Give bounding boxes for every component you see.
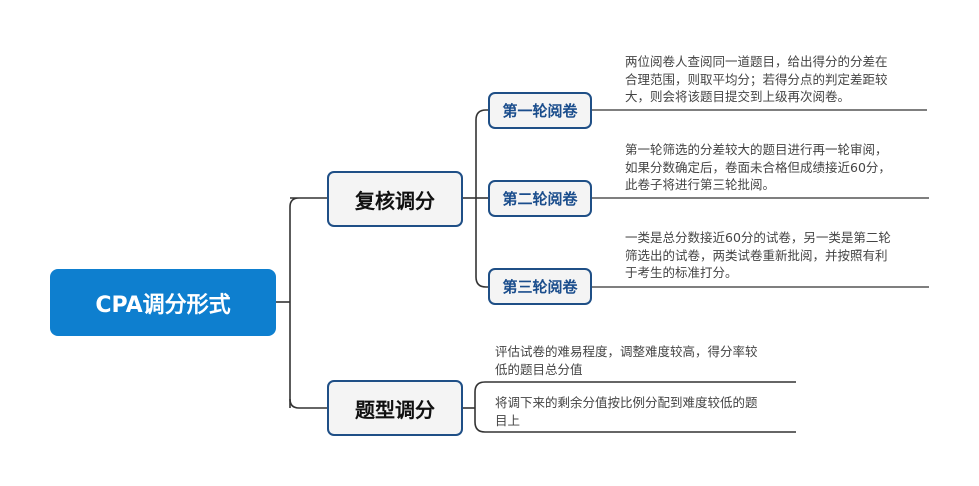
- branch-label: 题型调分: [355, 397, 435, 422]
- note-round-3: 一类是总分数接近60分的试卷，另一类是第二轮 筛选出的试卷，两类试卷重新批阅，并…: [625, 230, 891, 280]
- note-round-1: 两位阅卷人查阅同一道题目，给出得分的分差在 合理范围，则取平均分；若得分点的判定…: [625, 54, 888, 104]
- note-score-redistribution: 将调下来的剩余分值按比例分配到难度较低的题 目上: [495, 395, 758, 428]
- sub-node-label: 第一轮阅卷: [502, 102, 578, 120]
- connector-to-note-2: [474, 421, 796, 433]
- sub-node-label: 第三轮阅卷: [502, 278, 578, 296]
- note-difficulty-assessment: 评估试卷的难易程度，调整难度较高，得分率较 低的题目总分值: [495, 344, 758, 377]
- root-label: CPA调分形式: [95, 292, 231, 318]
- branch-node-review[interactable]: 复核调分: [327, 171, 463, 227]
- sub-node-round-3[interactable]: 第三轮阅卷: [488, 268, 592, 305]
- connector-to-branch-1: [289, 197, 327, 208]
- sub-node-round-1[interactable]: 第一轮阅卷: [488, 92, 592, 129]
- branch-node-question-type[interactable]: 题型调分: [327, 380, 463, 436]
- root-node[interactable]: CPA调分形式: [50, 269, 276, 336]
- connector-to-sub-3: [475, 276, 488, 288]
- connector-to-branch-2: [289, 398, 327, 409]
- connector-to-note-1: [474, 381, 796, 393]
- sub-node-round-2[interactable]: 第二轮阅卷: [488, 180, 592, 217]
- sub-node-label: 第二轮阅卷: [502, 190, 578, 208]
- note-round-2: 第一轮筛选的分差较大的题目进行再一轮审阅， 如果分数确定后，卷面未合格但成绩接近…: [625, 142, 891, 192]
- branch-label: 复核调分: [355, 188, 435, 213]
- connector-to-sub-1: [475, 109, 488, 121]
